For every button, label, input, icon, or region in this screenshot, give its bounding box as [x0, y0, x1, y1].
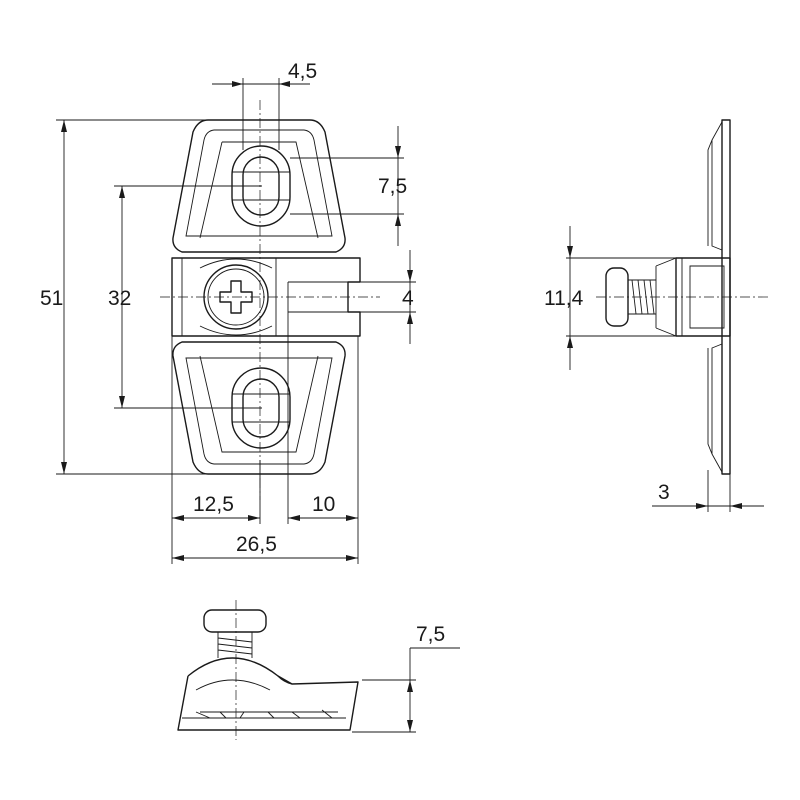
dim-slot-length: 7,5	[378, 175, 407, 198]
dim-side-height: 11,4	[544, 287, 584, 310]
bottom-view-screw-head	[203, 609, 267, 633]
phillips-cross-icon	[219, 280, 253, 314]
bottom-view	[177, 600, 359, 740]
side-view-body	[675, 257, 731, 337]
front-view-dimensions: 4,5 51 32 7,5 4	[40, 60, 416, 564]
side-view-plate	[721, 119, 731, 475]
dim-hole-spacing: 32	[108, 287, 131, 310]
front-view-upper-wing	[172, 119, 346, 253]
dim-tongue-thickness: 4	[402, 287, 414, 310]
dim-total-width: 26,5	[236, 533, 277, 556]
dim-total-height: 51	[40, 287, 63, 310]
bottom-view-dome	[187, 657, 293, 685]
front-view	[160, 100, 380, 500]
dim-bottom-height: 7,5	[416, 623, 445, 646]
bottom-view-dimensions: 7,5	[352, 623, 460, 733]
front-view-upper-wing-inner	[185, 129, 333, 237]
dim-slot-width: 4,5	[288, 60, 317, 83]
bottom-view-body	[177, 675, 359, 731]
side-view	[596, 119, 770, 475]
side-view-dimensions: 11,4 3	[544, 226, 764, 512]
dim-plate-thickness: 3	[658, 481, 670, 504]
dim-width-left: 12,5	[193, 493, 234, 516]
dim-tongue-length: 10	[312, 493, 335, 516]
front-view-lower-wing	[172, 341, 346, 475]
bottom-view-screw-thread	[217, 632, 253, 658]
